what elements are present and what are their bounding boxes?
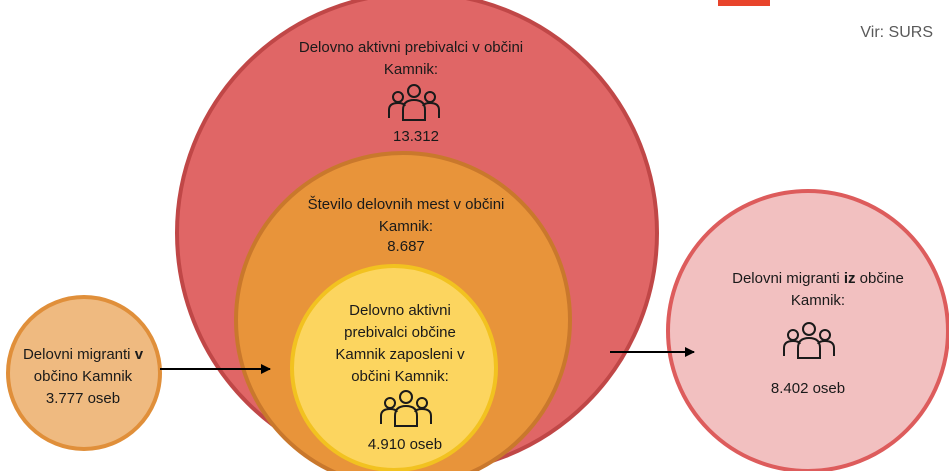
migrants-in-circle <box>6 295 162 451</box>
brand-bar <box>718 0 770 6</box>
people-group-icon <box>388 84 440 121</box>
middle-value: 8.687 <box>387 238 425 255</box>
migrants-out-label: Delovni migranti iz občine Kamnik: <box>693 268 943 312</box>
migrants-in-bold: v <box>134 346 144 363</box>
migrants-out-bold: iz <box>843 270 856 287</box>
inner-title: Delovno aktivni prebivalci občine Kamnik… <box>335 302 465 385</box>
inner-circle <box>290 264 498 471</box>
migrants-in-suffix: občino Kamnik <box>33 368 133 385</box>
migrants-out-prefix: Delovni migranti <box>732 270 844 287</box>
migrants-in-value: 3.777 oseb <box>45 390 121 407</box>
migrants-out-suffix2: Kamnik: <box>790 292 846 309</box>
inner-value: 4.910 oseb <box>367 436 443 453</box>
migrants-in-label: Delovni migranti v občino Kamnik 3.777 o… <box>8 344 158 410</box>
migrants-out-value: 8.402 oseb <box>770 380 846 397</box>
outer-value: 13.312 <box>393 128 439 145</box>
migrants-in-prefix: Delovni migranti <box>22 346 135 363</box>
people-group-icon <box>783 322 835 359</box>
people-group-icon <box>380 390 432 427</box>
migrants-out-suffix: občine <box>855 270 904 287</box>
source-label: Vir: SURS <box>860 24 933 41</box>
middle-title: Število delovnih mest v občini Kamnik: <box>307 196 505 235</box>
outer-title: Delovno aktivni prebivalci v občini Kamn… <box>298 39 524 78</box>
migrants-out-circle <box>666 189 949 471</box>
